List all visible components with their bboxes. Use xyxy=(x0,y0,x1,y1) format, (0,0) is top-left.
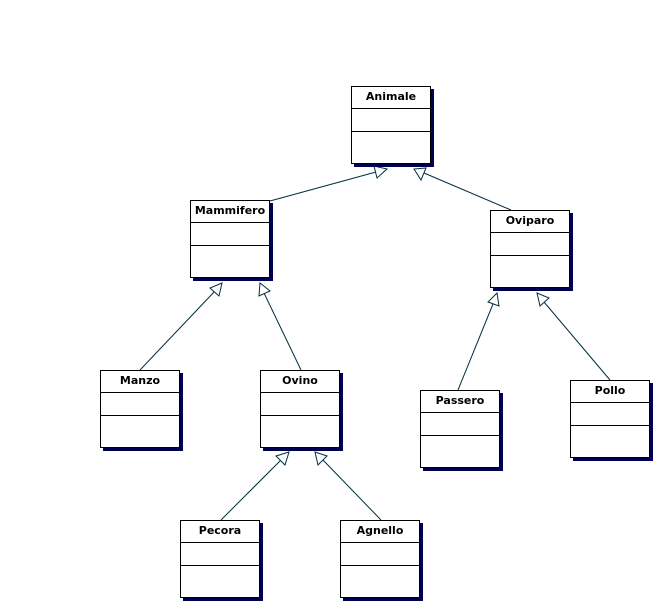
edge-pollo-oviparo xyxy=(543,301,611,381)
edge-agnello-ovino xyxy=(322,459,382,521)
class-operations-compartment xyxy=(571,426,649,457)
arrowhead-pecora-ovino xyxy=(275,451,290,466)
class-attributes-compartment xyxy=(571,403,649,426)
class-operations-compartment xyxy=(352,132,430,163)
class-operations-compartment xyxy=(101,416,179,447)
class-operations-compartment xyxy=(181,566,259,597)
edge-manzo-mammifero xyxy=(139,290,216,371)
class-name: Ovino xyxy=(261,371,339,393)
edge-oviparo-animale xyxy=(423,172,512,211)
class-box-ovino[interactable]: Ovino xyxy=(260,370,340,448)
class-box-pecora[interactable]: Pecora xyxy=(180,520,260,598)
class-attributes-compartment xyxy=(352,109,430,132)
edge-pecora-ovino xyxy=(220,459,282,521)
class-name: Passero xyxy=(421,391,499,413)
class-attributes-compartment xyxy=(421,413,499,436)
edge-mammifero-animale xyxy=(269,171,377,202)
class-box-animale[interactable]: Animale xyxy=(351,86,431,164)
arrowhead-agnello-ovino xyxy=(314,451,328,466)
class-attributes-compartment xyxy=(491,233,569,256)
class-operations-compartment xyxy=(191,246,269,277)
class-box-pollo[interactable]: Pollo xyxy=(570,380,650,458)
arrowhead-manzo-mammifero xyxy=(209,282,223,297)
arrowhead-passero-oviparo xyxy=(487,291,500,307)
class-box-passero[interactable]: Passero xyxy=(420,390,500,468)
edge-ovino-mammifero xyxy=(263,292,302,371)
class-name: Oviparo xyxy=(491,211,569,233)
arrowhead-oviparo-animale xyxy=(413,167,427,182)
class-operations-compartment xyxy=(261,416,339,447)
class-name: Agnello xyxy=(341,521,419,543)
class-attributes-compartment xyxy=(341,543,419,566)
class-operations-compartment xyxy=(341,566,419,597)
arrowhead-mammifero-animale xyxy=(373,165,389,179)
class-name: Animale xyxy=(352,87,430,109)
class-attributes-compartment xyxy=(181,543,259,566)
class-attributes-compartment xyxy=(191,223,269,246)
class-name: Manzo xyxy=(101,371,179,393)
class-box-mammifero[interactable]: Mammifero xyxy=(190,200,270,278)
class-box-agnello[interactable]: Agnello xyxy=(340,520,420,598)
class-attributes-compartment xyxy=(261,393,339,416)
class-name: Mammifero xyxy=(191,201,269,223)
class-operations-compartment xyxy=(491,256,569,287)
class-name: Pecora xyxy=(181,521,259,543)
class-box-manzo[interactable]: Manzo xyxy=(100,370,180,448)
class-box-oviparo[interactable]: Oviparo xyxy=(490,210,570,288)
edge-passero-oviparo xyxy=(457,303,494,391)
arrowhead-pollo-oviparo xyxy=(536,292,550,307)
class-name: Pollo xyxy=(571,381,649,403)
class-attributes-compartment xyxy=(101,393,179,416)
class-operations-compartment xyxy=(421,436,499,467)
arrowhead-ovino-mammifero xyxy=(258,282,271,297)
